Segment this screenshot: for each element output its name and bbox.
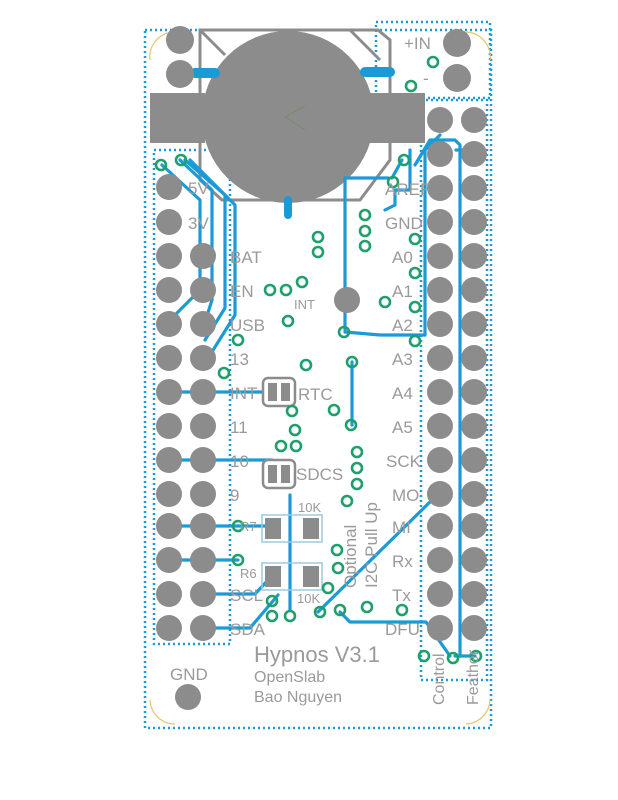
label-rx: Rx xyxy=(392,552,413,571)
label-aref: AREF xyxy=(385,180,430,199)
label-int-small: INT xyxy=(294,297,315,312)
label-r-top-value: 10K xyxy=(298,500,321,515)
label-rtc: RTC xyxy=(298,385,333,404)
plus-in-label: +IN xyxy=(404,34,431,53)
label-dfu: DFU xyxy=(385,620,420,639)
vias xyxy=(154,55,483,665)
label-9: 9 xyxy=(230,486,239,505)
minus-label: - xyxy=(423,69,429,88)
label-gnd-bottom: GND xyxy=(170,665,208,684)
label-5v: 5V xyxy=(188,179,209,198)
label-a0: A0 xyxy=(392,248,413,267)
label-tx: Tx xyxy=(392,586,411,605)
label-mo: MO xyxy=(392,486,419,505)
label-bat: BAT xyxy=(230,248,262,267)
resistors xyxy=(261,514,323,591)
label-usb: USB xyxy=(230,316,265,335)
label-a5: A5 xyxy=(392,418,413,437)
board-author: Bao Nguyen xyxy=(254,689,342,706)
label-a4: A4 xyxy=(392,384,413,403)
label-13: 13 xyxy=(230,350,249,369)
label-mi: MI xyxy=(392,518,411,537)
label-10: 10 xyxy=(230,452,249,471)
label-r6: R6 xyxy=(240,566,257,581)
label-sda: SDA xyxy=(230,620,266,639)
label-feather: Feather xyxy=(465,649,482,705)
label-optional: Optional xyxy=(341,525,360,588)
right-header-pads xyxy=(334,29,487,641)
label-sck: SCK xyxy=(386,452,422,471)
label-r7: R7 xyxy=(240,519,257,534)
label-a3: A3 xyxy=(392,350,413,369)
label-en: EN xyxy=(230,282,254,301)
label-gnd: GND xyxy=(385,214,423,233)
label-control: Control xyxy=(431,653,448,705)
label-sdcs: SDCS xyxy=(296,465,343,484)
label-11: 11 xyxy=(230,418,248,437)
label-3v: 3V xyxy=(188,214,209,233)
label-scl: SCL xyxy=(230,586,263,605)
left-header-pads xyxy=(156,26,216,710)
label-i2c-pullup: I2C Pull Up xyxy=(362,502,381,588)
coin-cell-holder xyxy=(150,28,425,203)
label-a1: A1 xyxy=(392,282,413,301)
board-title: Hypnos V3.1 xyxy=(254,642,380,667)
label-a2: A2 xyxy=(392,316,413,335)
board-org: OpenSlab xyxy=(254,669,325,686)
label-r-bottom-value: 10K xyxy=(297,591,320,606)
label-int: INT xyxy=(230,384,257,403)
solder-jumpers xyxy=(261,376,297,490)
